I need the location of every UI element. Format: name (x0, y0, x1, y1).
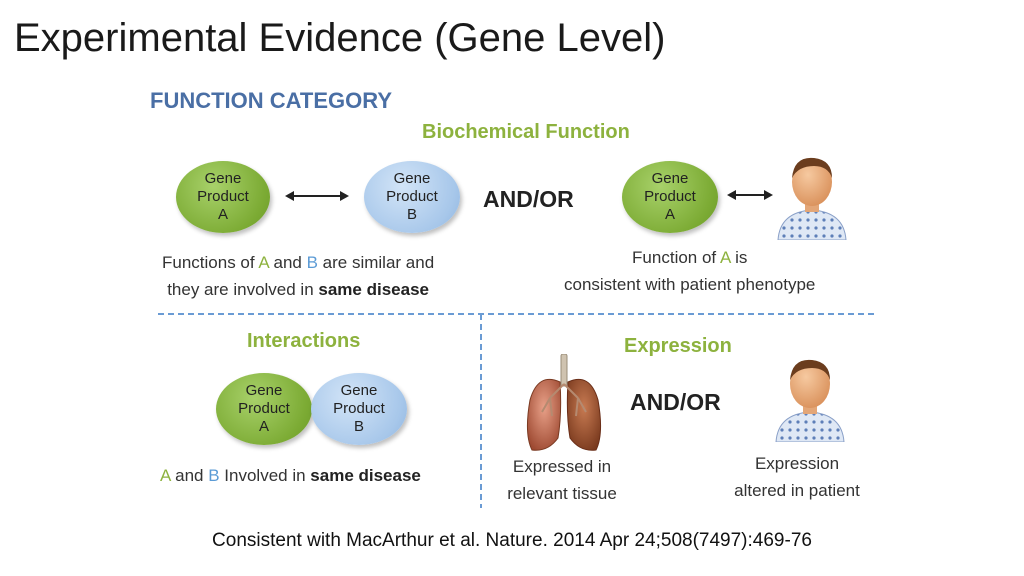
gene-product-a-circle: Gene Product A (216, 373, 312, 445)
expression-heading: Expression (624, 335, 732, 357)
interactions-heading: Interactions (247, 330, 361, 352)
circle-line: Gene (340, 382, 378, 399)
caption-line: Functions of A and B are similar and (162, 249, 434, 276)
label-a: A (719, 248, 731, 267)
circle-line: A (217, 206, 228, 223)
caption-text: Function of (632, 248, 720, 267)
patient-icon (775, 359, 845, 442)
vertical-divider (480, 314, 482, 508)
caption-line: they are involved in same disease (162, 276, 434, 303)
function-category-heading: FUNCTION CATEGORY (150, 88, 392, 113)
double-arrow-icon (727, 190, 773, 200)
circle-line: Product (386, 188, 438, 205)
slide-title: Experimental Evidence (Gene Level) (14, 16, 666, 60)
label-b: B (208, 466, 220, 485)
circle-line: Product (333, 400, 385, 417)
gene-product-b-circle: Gene Product B (311, 373, 407, 445)
circle-line: Product (238, 400, 290, 417)
circle-line: B (353, 418, 364, 435)
same-disease-bold: same disease (318, 280, 429, 299)
caption-text: is (730, 248, 748, 267)
caption-text: are similar and (317, 253, 435, 272)
caption-text: Involved in (219, 466, 311, 485)
label-a: A (160, 466, 171, 485)
circle-line: B (406, 206, 417, 223)
gene-product-a-circle: Gene Product A (622, 161, 718, 233)
circle-line: Gene (393, 170, 431, 187)
interactions-caption: A and B Involved in same disease (160, 462, 421, 489)
label-a: A (258, 253, 269, 272)
biochemical-caption-right: Function of A is consistent with patient… (564, 244, 815, 298)
caption-line: Expressed in (512, 457, 612, 476)
patient-icon (777, 157, 847, 240)
and-or-label: AND/OR (630, 389, 721, 415)
gene-product-b-circle: Gene Product B (364, 161, 460, 233)
caption-text: Functions of (162, 253, 259, 272)
citation: Consistent with MacArthur et al. Nature.… (212, 530, 812, 551)
caption-text: and (170, 466, 209, 485)
circle-line: Gene (651, 170, 689, 187)
caption-line: consistent with patient phenotype (564, 275, 816, 294)
circle-line: A (258, 418, 269, 435)
circle-line: Gene (204, 170, 242, 187)
circle-line: Gene (245, 382, 283, 399)
expression-caption-left: Expressed in relevant tissue (492, 453, 632, 507)
caption-line: Function of A is (564, 244, 815, 271)
circle-line: Product (197, 188, 249, 205)
caption-text: and (268, 253, 307, 272)
circle-line: Product (644, 188, 696, 205)
same-disease-bold: same disease (310, 466, 421, 485)
biochemical-caption-left: Functions of A and B are similar and the… (162, 249, 434, 303)
gene-product-a-circle: Gene Product A (176, 161, 270, 233)
lungs-icon (526, 354, 602, 451)
and-or-label: AND/OR (483, 186, 574, 212)
horizontal-divider (158, 313, 878, 315)
biochemical-function-heading: Biochemical Function (422, 121, 630, 143)
caption-text: they are involved in (167, 280, 319, 299)
caption-line: altered in patient (734, 481, 860, 500)
circle-line: A (664, 206, 675, 223)
caption-line: relevant tissue (507, 484, 617, 503)
label-b: B (306, 253, 318, 272)
double-arrow-icon (285, 191, 349, 201)
expression-caption-right: Expression altered in patient (712, 450, 882, 504)
caption-line: Expression (754, 454, 840, 473)
